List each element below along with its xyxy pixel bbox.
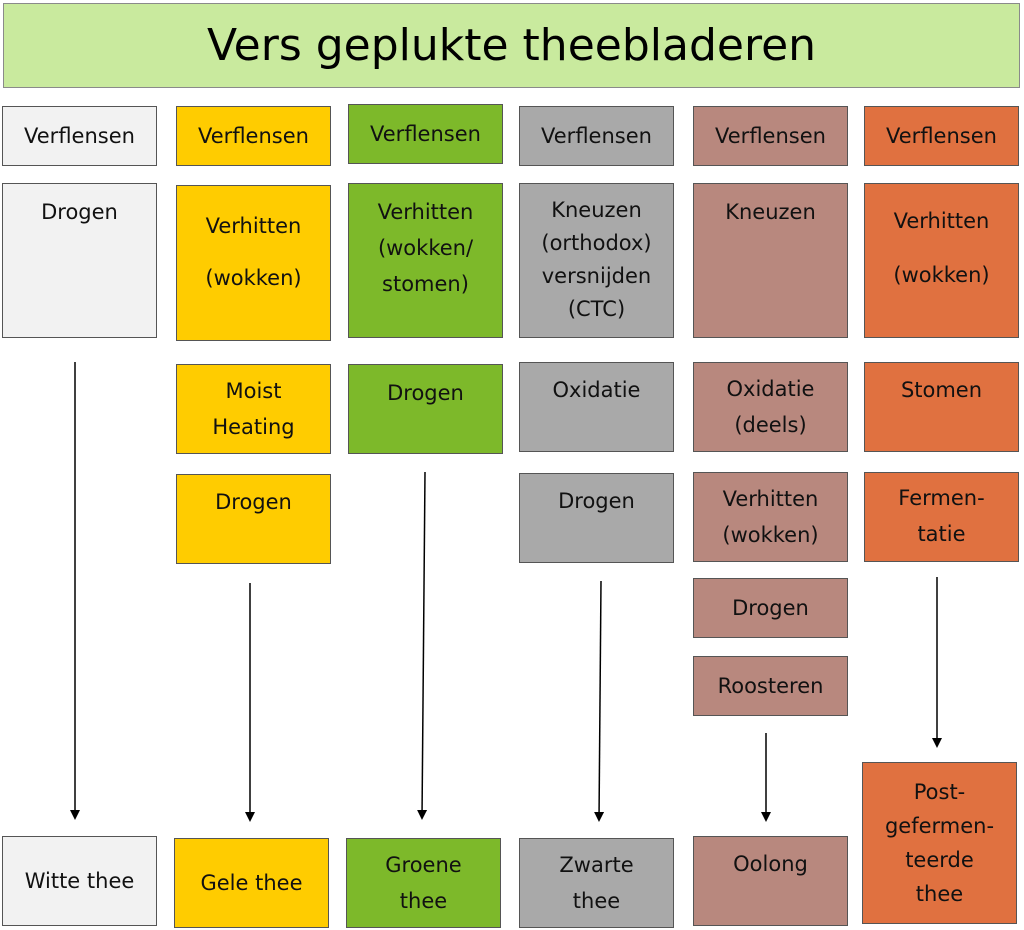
groene-step-verflensen: Verflensen [348, 104, 503, 164]
postgef-step-verflensen: Verflensen [864, 106, 1019, 166]
zwarte-step-kneuzen: Kneuzen (orthodox) versnijden (CTC) [519, 183, 674, 338]
postgef-step-verhitten: Verhitten (wokken) [864, 183, 1019, 338]
gele-step-moist-heating: Moist Heating [176, 364, 331, 454]
gele-result: Gele thee [174, 838, 329, 928]
zwarte-step-verflensen: Verflensen [519, 106, 674, 166]
oolong-step-drogen: Drogen [693, 578, 848, 638]
zwarte-step-oxidatie: Oxidatie [519, 362, 674, 452]
witte-step-drogen: Drogen [2, 183, 157, 338]
groene-step-drogen: Drogen [348, 364, 503, 454]
oolong-result: Oolong [693, 836, 848, 926]
gele-step-verhitten: Verhitten (wokken) [176, 185, 331, 341]
oolong-step-roosteren: Roosteren [693, 656, 848, 716]
witte-step-verflensen: Verflensen [2, 106, 157, 166]
gele-step-verflensen: Verflensen [176, 106, 331, 166]
postgef-step-fermentatie: Fermen- tatie [864, 472, 1019, 562]
groene-arrow [417, 471, 428, 820]
groene-step-verhitten: Verhitten (wokken/ stomen) [348, 183, 503, 338]
oolong-step-verflensen: Verflensen [693, 106, 848, 166]
postgef-step-stomen: Stomen [864, 362, 1019, 452]
gele-step-drogen: Drogen [176, 474, 331, 564]
oolong-step-kneuzen: Kneuzen [693, 183, 848, 338]
zwarte-result: Zwarte thee [519, 838, 674, 928]
groene-result: Groene thee [346, 838, 501, 928]
zwarte-step-drogen: Drogen [519, 473, 674, 563]
oolong-step-oxidatie: Oxidatie (deels) [693, 362, 848, 452]
witte-result: Witte thee [2, 836, 157, 926]
zwarte-arrow [594, 580, 605, 822]
postgef-result: Post- gefermen- teerde thee [862, 762, 1017, 924]
oolong-step-verhitten: Verhitten (wokken) [693, 472, 848, 562]
diagram-title: Vers geplukte theebladeren [3, 3, 1020, 88]
